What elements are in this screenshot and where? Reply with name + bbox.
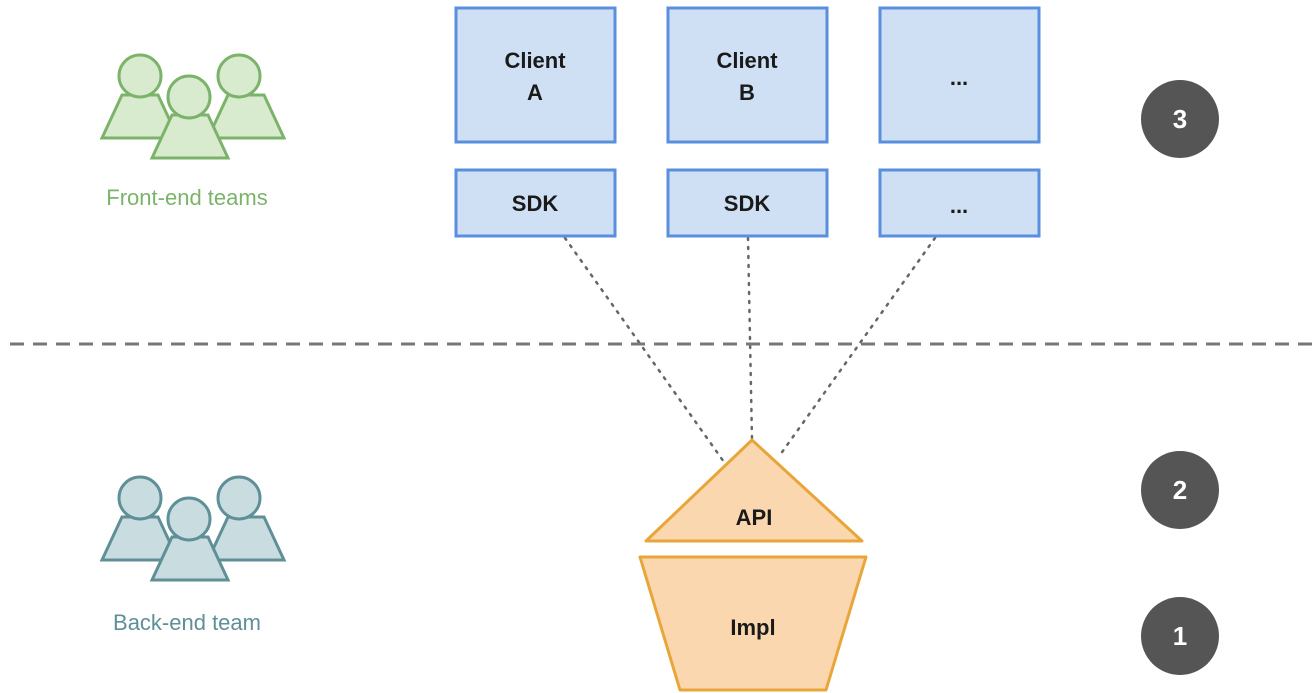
sdk-api-connectors — [563, 236, 937, 464]
sdk-box — [454, 168, 617, 238]
client-label-line1: Client — [716, 48, 778, 73]
client-label-line2: A — [527, 80, 543, 105]
back-end-team-icon — [99, 475, 287, 582]
step-badge-1: 1 — [1141, 597, 1219, 675]
client-box — [454, 6, 617, 144]
sdk-label: SDK — [512, 191, 559, 216]
client-box — [878, 6, 1041, 144]
svg-text:2: 2 — [1173, 475, 1187, 505]
client-label-line2: B — [739, 80, 755, 105]
client-column-more: ... ... — [878, 6, 1041, 238]
sdk-box — [878, 168, 1041, 238]
svg-text:1: 1 — [1173, 621, 1187, 651]
connector-b — [746, 236, 754, 442]
connector-c — [778, 236, 937, 457]
svg-text:3: 3 — [1173, 104, 1187, 134]
client-column-a: Client A SDK — [454, 6, 617, 238]
sdk-label: SDK — [724, 191, 771, 216]
api-label: API — [736, 505, 773, 530]
front-end-team-label: Front-end teams — [106, 185, 267, 210]
client-box — [666, 6, 829, 144]
api-shape: API — [644, 438, 864, 543]
connector-a — [563, 236, 726, 464]
sdk-label: ... — [950, 193, 968, 218]
step-badge-3: 3 — [1141, 80, 1219, 158]
impl-shape: Impl — [638, 555, 868, 692]
sdk-box — [666, 168, 829, 238]
impl-label: Impl — [730, 615, 775, 640]
client-label-line1: Client — [504, 48, 566, 73]
step-badge-2: 2 — [1141, 451, 1219, 529]
back-end-team-label: Back-end team — [113, 610, 261, 635]
client-label-line1: ... — [950, 65, 968, 90]
front-end-team-icon — [99, 53, 287, 160]
client-column-b: Client B SDK — [666, 6, 829, 238]
